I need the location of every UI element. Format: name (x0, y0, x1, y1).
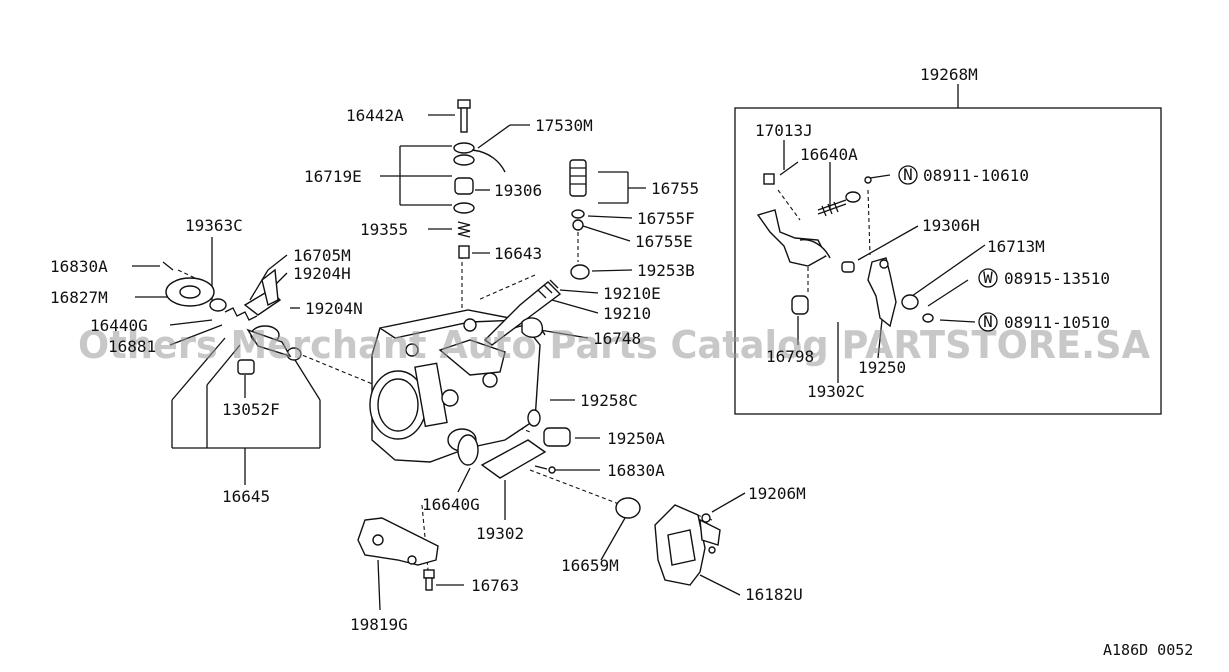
label-19355: 19355 (360, 220, 408, 239)
label-08911-10610: 08911-10610 (923, 166, 1029, 185)
label-16748: 16748 (593, 329, 641, 348)
main-throttle-body (369, 309, 546, 463)
right-side-parts (457, 409, 641, 519)
sensor-parts (654, 504, 721, 586)
label-19268M: 19268M (920, 65, 978, 84)
label-16827M: 16827M (50, 288, 108, 307)
leader-lines (132, 84, 986, 611)
label-16798: 16798 (766, 347, 814, 366)
label-16881: 16881 (108, 337, 156, 356)
diagram-code: A186D 0052 (1103, 641, 1193, 659)
injector-parts (483, 159, 590, 346)
label-16705M: 16705M (293, 246, 351, 265)
label-19302C: 19302C (807, 382, 865, 401)
nut-marker-1-letter: N (903, 165, 913, 184)
label-19250: 19250 (858, 358, 906, 377)
label-19204N: 19204N (305, 299, 363, 318)
label-19250A: 19250A (607, 429, 665, 448)
label-17530M: 17530M (535, 116, 593, 135)
label-19363C: 19363C (185, 216, 243, 235)
label-19210E: 19210E (603, 284, 661, 303)
label-19204H: 19204H (293, 264, 351, 283)
nut-marker-1: N (898, 165, 918, 185)
label-16830A-bottom: 16830A (607, 461, 665, 480)
label-16713M: 16713M (987, 237, 1045, 256)
label-16755F: 16755F (637, 209, 695, 228)
linkage-parts (734, 107, 1162, 415)
label-16643: 16643 (494, 244, 542, 263)
label-19302: 19302 (476, 524, 524, 543)
label-13052F: 13052F (222, 400, 280, 419)
left-side-parts (162, 261, 302, 375)
label-16440G: 16440G (90, 316, 148, 335)
watermark-text: Others Merchant Auto Parts Catalog PARTS… (78, 323, 1151, 367)
label-19819G: 19819G (350, 615, 408, 634)
nut-marker-2-letter: N (983, 312, 993, 331)
label-19258C: 19258C (580, 391, 638, 410)
label-08911-10510: 08911-10510 (1004, 313, 1110, 332)
washer-marker: W (978, 268, 998, 288)
label-16755: 16755 (651, 179, 699, 198)
label-16182U: 16182U (745, 585, 803, 604)
label-19206M: 19206M (748, 484, 806, 503)
label-16442A: 16442A (346, 106, 404, 125)
label-16645: 16645 (222, 487, 270, 506)
top-stack-parts (453, 99, 506, 259)
label-19253B: 19253B (637, 261, 695, 280)
label-08915-13510: 08915-13510 (1004, 269, 1110, 288)
nut-marker-2: N (978, 312, 998, 332)
washer-marker-letter: W (983, 268, 993, 287)
label-16640A: 16640A (800, 145, 858, 164)
label-16640G: 16640G (422, 495, 480, 514)
label-16830A-top: 16830A (50, 257, 108, 276)
label-19210: 19210 (603, 304, 651, 323)
label-16755E: 16755E (635, 232, 693, 251)
part-labels: 16442A 17530M 16719E 19306 16755 19355 1… (50, 65, 1110, 634)
label-16719E: 16719E (304, 167, 362, 186)
label-17013J: 17013J (755, 121, 813, 140)
label-19306: 19306 (494, 181, 542, 200)
label-16659M: 16659M (561, 556, 619, 575)
bottom-bracket-parts (357, 517, 439, 591)
label-19306H: 19306H (922, 216, 980, 235)
label-16763: 16763 (471, 576, 519, 595)
